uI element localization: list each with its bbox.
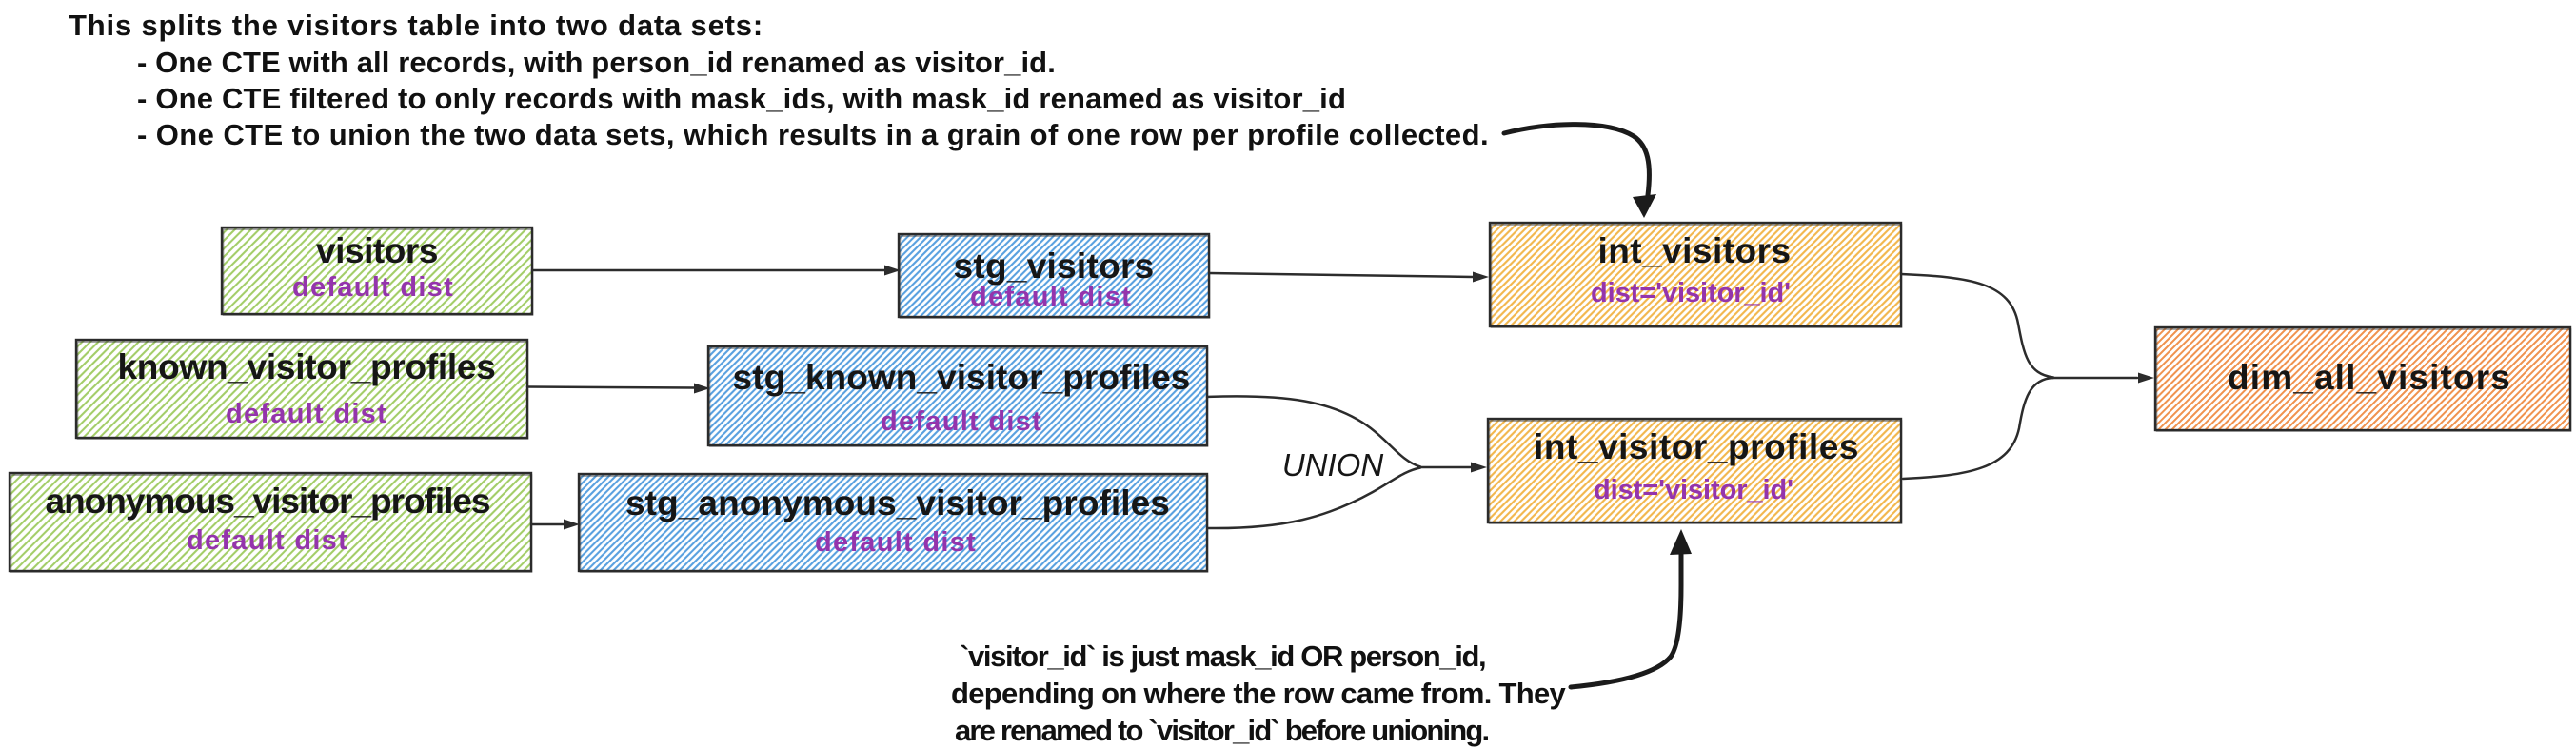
svg-text:- One CTE to union the two dat: - One CTE to union the two data sets, wh… <box>137 118 1489 151</box>
svg-text:int_visitors: int_visitors <box>1597 231 1791 270</box>
svg-text:default dist: default dist <box>815 527 977 558</box>
svg-text:anonymous_visitor_profiles: anonymous_visitor_profiles <box>46 482 490 521</box>
svg-text:stg_visitors: stg_visitors <box>954 246 1155 286</box>
svg-text:default dist: default dist <box>881 406 1042 437</box>
svg-text:known_visitor_profiles: known_visitor_profiles <box>117 347 495 386</box>
svg-text:UNION: UNION <box>1282 447 1384 483</box>
svg-text:stg_known_visitor_profiles: stg_known_visitor_profiles <box>733 358 1191 397</box>
svg-text:- One CTE with all records, wi: - One CTE with all records, with person_… <box>137 46 1056 79</box>
svg-text:default dist: default dist <box>187 525 348 556</box>
svg-text:stg_anonymous_visitor_profiles: stg_anonymous_visitor_profiles <box>625 483 1170 522</box>
svg-text:depending on where the row cam: depending on where the row came from. Th… <box>951 677 1566 710</box>
svg-text:`visitor_id` is just mask_id O: `visitor_id` is just mask_id OR person_i… <box>960 640 1485 673</box>
svg-text:dim_all_visitors: dim_all_visitors <box>2228 358 2511 397</box>
svg-text:This splits the visitors table: This splits the visitors table into two … <box>69 9 763 42</box>
svg-text:dist='visitor_id': dist='visitor_id' <box>1591 278 1791 308</box>
svg-text:int_visitor_profiles: int_visitor_profiles <box>1534 427 1859 466</box>
svg-text:default dist: default dist <box>226 399 387 429</box>
svg-text:default dist: default dist <box>970 282 1132 312</box>
svg-text:- One CTE filtered to only rec: - One CTE filtered to only records with … <box>137 82 1346 115</box>
svg-text:are renamed to `visitor_id` be: are renamed to `visitor_id` before union… <box>955 714 1488 747</box>
svg-text:default dist: default dist <box>292 272 454 303</box>
svg-text:dist='visitor_id': dist='visitor_id' <box>1594 475 1793 505</box>
svg-text:visitors: visitors <box>316 231 438 270</box>
